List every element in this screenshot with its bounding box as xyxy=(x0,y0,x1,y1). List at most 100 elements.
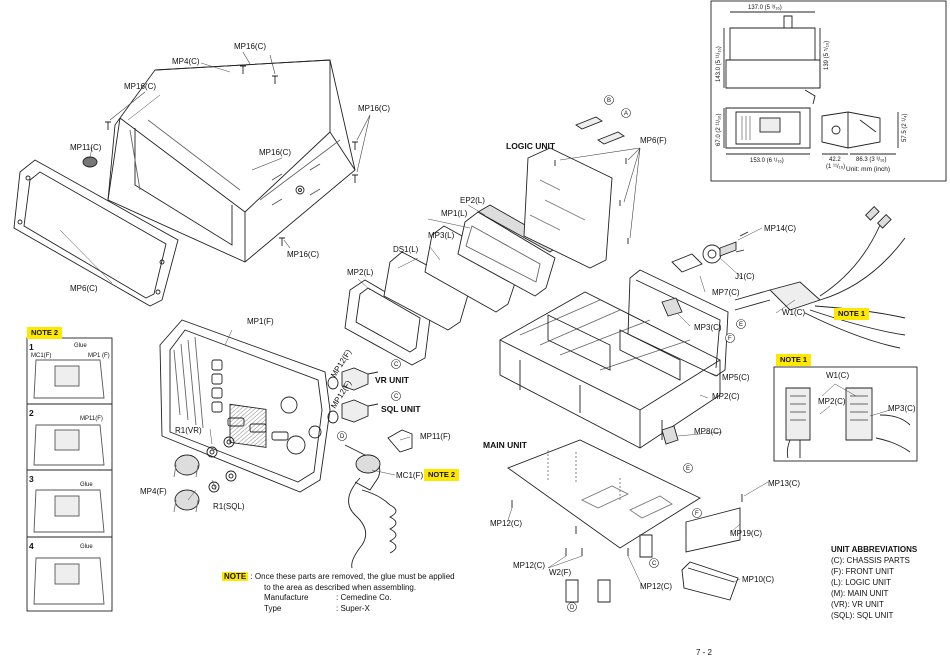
label-j1c: J1(C) xyxy=(735,272,755,281)
vr-sql-units xyxy=(327,367,379,424)
dim-height-side: 57.5 (2 ¹/₄) xyxy=(902,114,908,142)
note2-step-3: 3 xyxy=(29,474,34,484)
label-r1sql: R1(SQL) xyxy=(213,502,245,511)
label-mp11f: MP11(F) xyxy=(420,432,451,441)
bracket-mp11f xyxy=(387,429,413,453)
note2-step-panel xyxy=(26,337,113,612)
connector-b: B xyxy=(607,98,611,104)
label-mp13c: MP13(C) xyxy=(768,479,800,488)
label-mp12c: MP12(C) xyxy=(640,582,672,591)
abbreviation-item: (VR): VR UNIT xyxy=(831,600,884,609)
note2-badge: NOTE 2 xyxy=(27,327,63,339)
dim-width-front: 153.0 (6 ¹/₁₆) xyxy=(750,158,784,164)
abbreviation-item: (C): CHASSIS PARTS xyxy=(831,556,910,565)
label-mp3l: MP3(L) xyxy=(428,231,455,240)
w2f-connector xyxy=(639,534,653,558)
connector-f: F xyxy=(695,511,699,517)
note2-mp11f: MP11(F) xyxy=(80,416,103,422)
label-vr-unit: VR UNIT xyxy=(375,375,410,385)
dim-height-right: 139 (5 ⁵/₁₆) xyxy=(823,41,830,70)
main-unit-board xyxy=(507,439,743,556)
note2-mp1f: MP1 (F) xyxy=(88,353,110,359)
label-mp3c: MP3(C) xyxy=(694,323,722,332)
case-screws xyxy=(82,51,371,249)
label-mp6c: MP6(C) xyxy=(70,284,98,293)
label-mp4c: MP4(C) xyxy=(172,57,200,66)
lcd-stack xyxy=(344,204,561,366)
cable-harness-w1c xyxy=(734,205,906,349)
microphone xyxy=(344,444,397,569)
type-value: : Super-X xyxy=(336,603,370,613)
label-mp1l: MP1(L) xyxy=(441,209,468,218)
main-chassis xyxy=(499,269,729,449)
w2f-cable xyxy=(565,579,611,603)
label-mp2l: MP2(L) xyxy=(347,268,374,277)
label-r1vr: R1(VR) xyxy=(175,426,202,435)
note2-glue-3: Glue xyxy=(80,482,93,488)
note1-mp3c: MP3(C) xyxy=(888,404,916,413)
chassis-case xyxy=(107,59,356,263)
label-mp16c: MP16(C) xyxy=(358,104,390,113)
abbreviations-title: UNIT ABBREVIATIONS xyxy=(831,545,918,554)
note2-badge: NOTE 2 xyxy=(424,469,460,481)
label-mc1f: MC1(F) xyxy=(396,471,423,480)
manufacture-label: Manufacture xyxy=(264,593,309,602)
connector-c: C xyxy=(394,362,399,368)
glue-note-line2: to the area as described when assembling… xyxy=(264,582,417,592)
label-mp6f: MP6(F) xyxy=(640,136,667,145)
label-mp8c: MP8(C) xyxy=(694,427,722,436)
label-mp7c: MP7(C) xyxy=(712,288,740,297)
antenna-connector xyxy=(671,231,749,273)
gasket-frame xyxy=(13,159,179,307)
label-w1c: W1(C) xyxy=(782,308,805,317)
label-mp11c: MP11(C) xyxy=(70,143,102,152)
dim-height-left: 143.0 (5 ¹¹/₁₆) xyxy=(716,46,722,82)
note1-mp2c: MP2(C) xyxy=(818,397,846,406)
unit-abbreviations: UNIT ABBREVIATIONS (C): CHASSIS PARTS (F… xyxy=(831,544,917,621)
abbreviation-item: (M): MAIN UNIT xyxy=(831,589,889,598)
dim-depth-b: 86.3 (3 ³/₁₆) xyxy=(856,157,886,163)
note2-mc1f: MC1(F) xyxy=(31,353,51,359)
label-w2f: W2(F) xyxy=(549,568,572,577)
label-mp10c: MP10(C) xyxy=(742,575,774,584)
leader-lines xyxy=(59,62,796,587)
label-mp14c: MP14(C) xyxy=(764,224,796,233)
connector-c: C xyxy=(394,394,399,400)
label-mp12c: MP12(C) xyxy=(490,519,522,528)
label-main-unit: MAIN UNIT xyxy=(483,440,528,450)
connector-d: D xyxy=(570,605,575,611)
label-mp5c: MP5(C) xyxy=(722,373,750,382)
dim-width-top: 137.0 (5 ³/₁₆) xyxy=(748,5,782,11)
note2-step-1: 1 xyxy=(29,342,34,352)
label-mp16c: MP16(C) xyxy=(287,250,319,259)
page-number: 7 - 2 xyxy=(696,648,713,657)
label-mp12c: MP12(C) xyxy=(513,561,545,570)
connector-f: F xyxy=(728,336,732,342)
label-mp16c: MP16(C) xyxy=(234,42,266,51)
glue-note: NOTE : Once these parts are removed, the… xyxy=(222,572,455,614)
glue-note-tag: NOTE xyxy=(222,572,249,581)
label-ds1l: DS1(L) xyxy=(393,245,419,254)
label-ep2l: EP2(L) xyxy=(460,196,485,205)
note1-badge: NOTE 1 xyxy=(776,354,812,366)
dim-depth-a2: (1 ¹¹/₁₆) xyxy=(826,164,845,170)
note2-step-2: 2 xyxy=(29,408,34,418)
note1-detail-panel xyxy=(773,366,918,462)
label-logic-unit: LOGIC UNIT xyxy=(506,141,556,151)
abbreviation-item: (L): LOGIC UNIT xyxy=(831,578,892,587)
glue-note-line1: : Once these parts are removed, the glue… xyxy=(250,572,455,581)
connector-c: C xyxy=(652,561,657,567)
abbreviation-item: (SQL): SQL UNIT xyxy=(831,611,894,620)
type-label: Type xyxy=(264,603,282,613)
label-mp16c: MP16(C) xyxy=(124,82,156,91)
note2-step-4: 4 xyxy=(29,541,34,551)
label-mp2c: MP2(C) xyxy=(712,392,740,401)
connector-e: E xyxy=(739,322,743,328)
note2-glue-1: Glue xyxy=(74,343,87,349)
dim-height-front: 67.0 (2 ¹¹/₁₆) xyxy=(716,114,722,146)
manufacture-value: : Cemedine Co. xyxy=(336,593,392,602)
label-mp1f: MP1(F) xyxy=(247,317,274,326)
label-mp16c: MP16(C) xyxy=(259,148,291,157)
